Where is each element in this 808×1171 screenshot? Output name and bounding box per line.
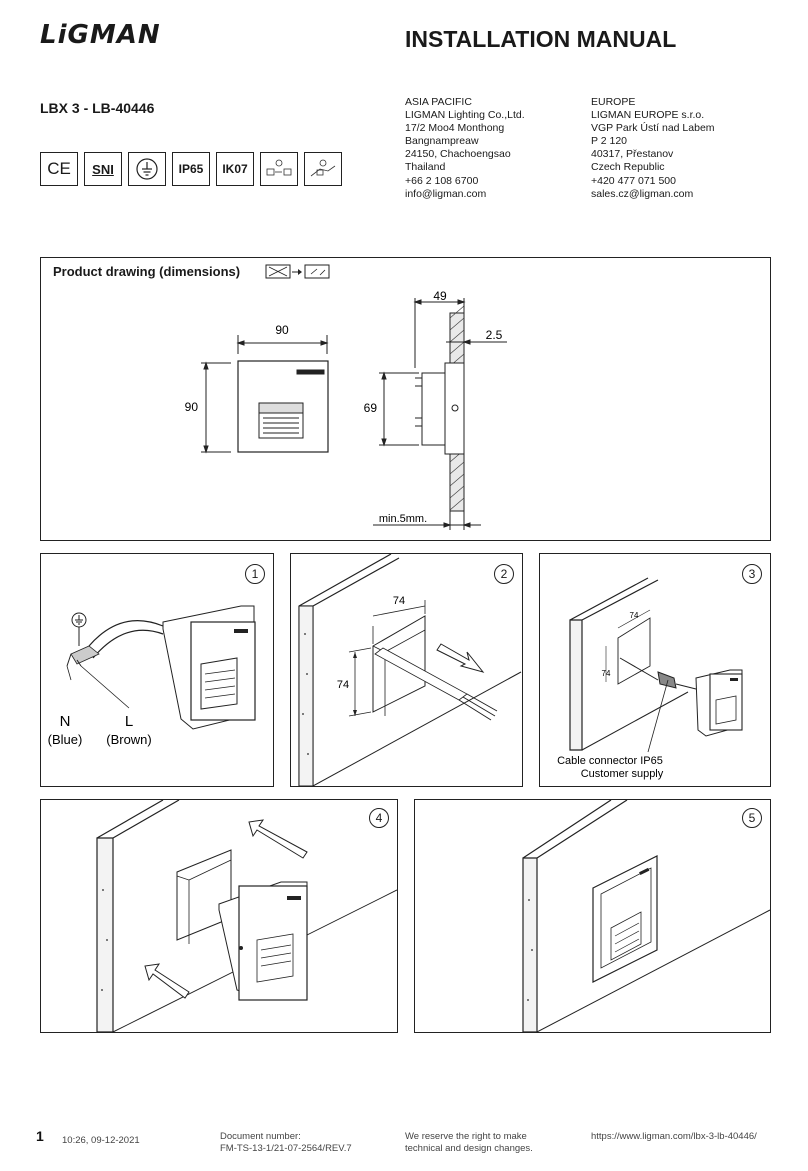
front-view <box>201 335 329 454</box>
cutout-height-label: 74 <box>602 669 611 678</box>
step-1-panel: 1 N L (Blue) (Brown) <box>40 553 274 787</box>
install-wall-icon <box>304 152 342 186</box>
step-4-number: 4 <box>369 808 389 828</box>
live-label: L <box>125 713 133 730</box>
document-number: Document number: FM-TS-13-1/21-07-2564/R… <box>220 1131 352 1154</box>
step-5-number: 5 <box>742 808 762 828</box>
europe-address: EUROPE LIGMAN EUROPE s.r.o. VGP Park Úst… <box>591 96 715 200</box>
step-3-number: 3 <box>742 564 762 584</box>
reserve-rights-note: We reserve the right to make technical a… <box>405 1131 533 1154</box>
product-drawing-title: Product drawing (dimensions) <box>53 264 241 279</box>
step-4-panel: 4 <box>40 799 398 1033</box>
ip65-mark: IP65 <box>172 152 210 186</box>
europe-email[interactable]: sales.cz@ligman.com <box>591 187 694 200</box>
cutout-height-label: 74 <box>337 679 349 691</box>
step-3-panel: 3 74 74 Cable connector IP65 Customer su… <box>539 553 771 787</box>
dim-depth-label: 49 <box>433 289 447 303</box>
sni-mark-icon: SNI <box>84 152 122 186</box>
dimension-drawing: 90 90 49 69 2.5 min.5mm. <box>185 289 507 530</box>
ik07-mark: IK07 <box>216 152 254 186</box>
dim-plate-label: 2.5 <box>486 328 503 342</box>
insert-luminaire-illustration <box>96 800 397 1032</box>
timestamp: 10:26, 09-12-2021 <box>62 1135 140 1146</box>
install-surface-icon <box>260 152 298 186</box>
dim-height-label: 90 <box>185 400 199 414</box>
step-1-number: 1 <box>245 564 265 584</box>
flush-mount-icon <box>265 264 330 279</box>
side-view <box>373 298 507 530</box>
wall-cutout-illustration: 74 74 <box>298 554 522 786</box>
earth-ground-icon <box>128 152 166 186</box>
dim-width-label: 90 <box>275 323 289 337</box>
neutral-label: N <box>60 713 71 730</box>
step-2-panel: 2 74 74 <box>290 553 523 787</box>
live-color-label: (Brown) <box>106 732 152 747</box>
cable-connector-illustration: 74 74 Cable connector IP65 Customer supp… <box>557 577 743 780</box>
asia-email[interactable]: info@ligman.com <box>405 187 487 200</box>
cutout-width-label: 74 <box>630 611 639 620</box>
installed-luminaire-illustration <box>522 800 770 1032</box>
wiring-illustration: N L (Blue) (Brown) <box>48 605 256 747</box>
product-url-link[interactable]: https://www.ligman.com/lbx-3-lb-40446/ <box>591 1131 757 1142</box>
product-drawing-panel: Product drawing (dimensions) <box>40 257 771 541</box>
page-title: INSTALLATION MANUAL <box>405 26 677 52</box>
asia-pacific-address: ASIA PACIFIC LIGMAN Lighting Co.,Ltd. 17… <box>405 96 525 200</box>
dim-inner-height-label: 69 <box>364 401 378 415</box>
model-number: LBX 3 - LB-40446 <box>40 100 155 116</box>
ce-mark-icon: CE <box>40 152 78 186</box>
step-5-panel: 5 <box>414 799 771 1033</box>
neutral-color-label: (Blue) <box>48 732 83 747</box>
step-2-number: 2 <box>494 564 514 584</box>
cutout-width-label: 74 <box>393 595 405 607</box>
page-number: 1 <box>36 1128 44 1144</box>
dim-min-wall-label: min.5mm. <box>379 513 427 525</box>
connector-label: Cable connector IP65 <box>557 755 663 767</box>
ligman-logo: LiGMAN <box>40 20 161 50</box>
supply-label: Customer supply <box>581 768 664 780</box>
